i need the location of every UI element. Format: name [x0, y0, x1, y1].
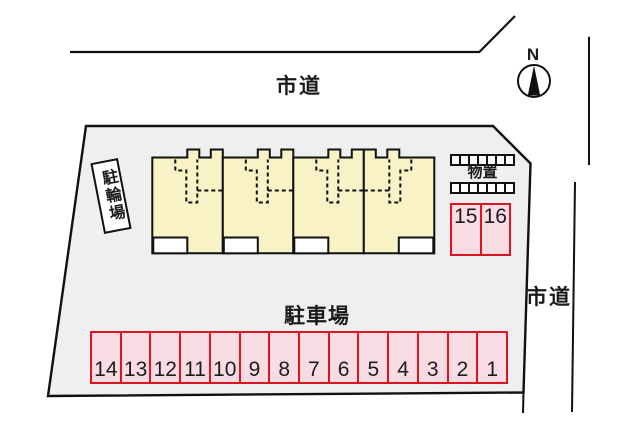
building-unit-2 [221, 148, 295, 255]
parking-stall-11: 11 [179, 331, 211, 384]
building-unit-3 [292, 148, 365, 255]
stall-number: 6 [337, 358, 350, 381]
stall-number: 1 [486, 358, 499, 381]
bicycle-parking-label: 駐輪場 [97, 167, 125, 225]
storage-shed [504, 154, 515, 166]
parking-stall-8: 8 [268, 331, 301, 384]
parking-area-label: 駐車場 [284, 305, 350, 328]
building-porch-3 [293, 236, 330, 255]
parking-stall-9: 9 [238, 331, 271, 384]
parking-stall-2: 2 [446, 331, 479, 384]
stall-number: 13 [123, 358, 148, 381]
stall-number: 11 [184, 358, 206, 381]
parking-stall-7: 7 [298, 331, 330, 384]
stall-number: 10 [213, 358, 237, 381]
building-unit-1 [151, 148, 224, 255]
stall-number: 9 [248, 358, 261, 381]
building-dashed-outlines [174, 159, 413, 204]
stall-number: 2 [456, 358, 469, 381]
compass-north-label: N [526, 45, 540, 64]
stall-number: 8 [278, 358, 291, 381]
storage-row-top [450, 154, 515, 166]
road-label-right: 市道 [526, 286, 572, 309]
stall-number: 7 [308, 358, 320, 381]
building-porch-2 [222, 236, 259, 255]
parking-stall-14: 14 [90, 331, 122, 384]
road-line-top [70, 15, 516, 54]
stall-number: 15 [454, 205, 478, 228]
building-unit-4 [362, 148, 436, 255]
road-line-right-lower [571, 181, 576, 413]
parking-stall-3: 3 [416, 331, 449, 384]
stall-number: 14 [94, 358, 118, 381]
parking-row-main: 14 13 12 11 10 9 8 7 6 5 4 3 2 1 [90, 331, 509, 384]
parking-stall-13: 13 [119, 331, 152, 384]
parking-stall-5: 5 [357, 331, 390, 384]
stall-number: 12 [153, 358, 177, 381]
parking-stall-16: 16 [479, 203, 511, 256]
parking-stall-12: 12 [149, 331, 182, 384]
building-porch-1 [152, 236, 189, 255]
building-porch-4 [397, 236, 435, 255]
parking-stall-6: 6 [327, 331, 360, 384]
parking-stall-1: 1 [476, 331, 509, 384]
parking-row-side: 15 16 [450, 203, 511, 256]
stall-number: 4 [397, 358, 409, 381]
storage-label: 物置 [467, 164, 498, 181]
parking-stall-10: 10 [208, 331, 241, 384]
site-boundary-extension [522, 392, 525, 414]
compass-needle-icon [527, 65, 541, 96]
stall-number: 5 [367, 358, 380, 381]
stall-number: 3 [426, 358, 439, 381]
road-label-top: 市道 [276, 75, 322, 98]
storage-row-bottom [450, 181, 515, 194]
parking-stall-4: 4 [387, 331, 419, 384]
parking-stall-15: 15 [450, 203, 482, 256]
storage-shed [504, 181, 515, 194]
stall-number: 16 [483, 205, 507, 228]
